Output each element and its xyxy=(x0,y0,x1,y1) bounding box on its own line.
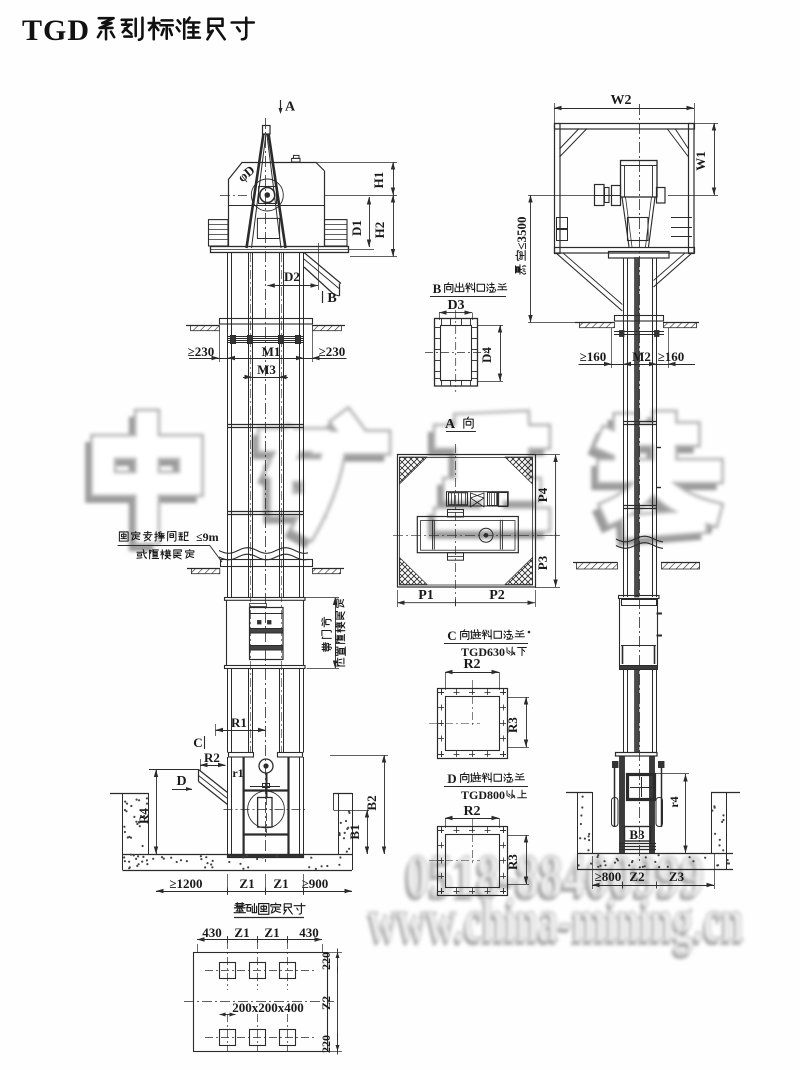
svg-text:D: D xyxy=(447,771,456,786)
svg-text:R3: R3 xyxy=(505,854,520,870)
svg-text:200x200x400: 200x200x400 xyxy=(232,1000,304,1015)
svg-text:Z1: Z1 xyxy=(273,876,288,891)
svg-text:A: A xyxy=(445,417,456,432)
svg-text:M1: M1 xyxy=(262,344,281,359)
svg-text:Z1: Z1 xyxy=(239,876,254,891)
svg-text:≤3500: ≤3500 xyxy=(514,216,529,249)
svg-text:0518-88400999: 0518-88400999 xyxy=(403,847,701,913)
svg-text:B3: B3 xyxy=(629,827,645,842)
svg-text:C: C xyxy=(447,628,456,643)
svg-text:H2: H2 xyxy=(372,222,387,239)
svg-text:≥230: ≥230 xyxy=(319,344,346,359)
svg-text:www.china-mining.cn: www.china-mining.cn xyxy=(367,891,742,959)
svg-text:220: 220 xyxy=(319,1035,333,1053)
svg-text:D4: D4 xyxy=(479,347,494,363)
svg-text:W1: W1 xyxy=(693,151,708,171)
svg-text:≤9m: ≤9m xyxy=(196,530,219,544)
svg-text:430: 430 xyxy=(299,925,319,940)
svg-text:r4: r4 xyxy=(667,796,681,807)
svg-text:TGD: TGD xyxy=(22,14,90,47)
svg-text:R3: R3 xyxy=(505,717,520,733)
svg-text:P1: P1 xyxy=(418,588,434,603)
svg-text:P3: P3 xyxy=(535,555,550,570)
svg-text:B2: B2 xyxy=(364,795,379,810)
svg-text:430: 430 xyxy=(202,925,222,940)
svg-text:TGD630: TGD630 xyxy=(461,645,505,659)
svg-text:≥160: ≥160 xyxy=(658,349,685,364)
svg-text:B: B xyxy=(327,291,336,306)
svg-text:R2: R2 xyxy=(463,804,480,819)
svg-text:A: A xyxy=(285,100,296,115)
svg-text:B1: B1 xyxy=(347,824,362,839)
svg-text:B: B xyxy=(433,281,442,296)
svg-text:M2: M2 xyxy=(632,349,651,364)
svg-text:P4: P4 xyxy=(535,487,550,502)
svg-text:≥900: ≥900 xyxy=(302,876,329,891)
svg-text:TGD800: TGD800 xyxy=(461,788,505,802)
svg-text:Z3: Z3 xyxy=(669,869,685,884)
svg-text:Z2: Z2 xyxy=(629,869,644,884)
svg-text:R2: R2 xyxy=(463,657,480,672)
svg-text:≥1200: ≥1200 xyxy=(169,876,202,891)
svg-text:D: D xyxy=(176,774,186,789)
svg-text:C: C xyxy=(193,735,202,750)
svg-text:≥160: ≥160 xyxy=(580,349,607,364)
svg-text:D3: D3 xyxy=(447,298,464,313)
svg-text:D1: D1 xyxy=(349,220,364,236)
svg-text:220: 220 xyxy=(319,952,333,970)
svg-text:R2: R2 xyxy=(204,750,220,765)
svg-text:≥800: ≥800 xyxy=(595,869,622,884)
svg-text:Z2: Z2 xyxy=(319,996,333,1010)
svg-text:P2: P2 xyxy=(489,588,505,603)
svg-text:D2: D2 xyxy=(284,269,300,284)
svg-text:www.china-mining.cn: www.china-mining.cn xyxy=(369,887,744,955)
svg-text:Z1: Z1 xyxy=(264,925,279,940)
svg-text:≥230: ≥230 xyxy=(188,344,215,359)
svg-text:W2: W2 xyxy=(611,93,632,108)
svg-text:M3: M3 xyxy=(257,362,276,377)
svg-text:H1: H1 xyxy=(371,172,386,189)
svg-text:R1: R1 xyxy=(231,715,247,730)
svg-text:Z1: Z1 xyxy=(234,925,249,940)
svg-text:r1: r1 xyxy=(232,766,243,780)
